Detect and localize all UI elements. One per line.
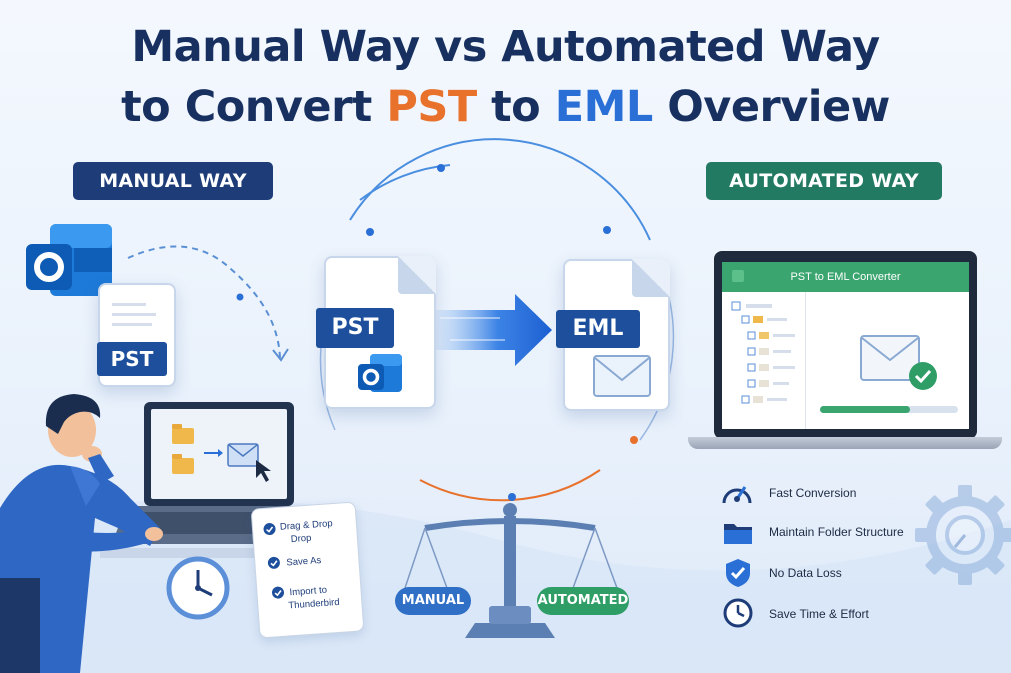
clock-icon bbox=[723, 598, 753, 628]
arc-dot bbox=[437, 164, 445, 172]
scale-manual-badge: MANUAL bbox=[395, 587, 471, 615]
check-icon bbox=[267, 556, 280, 569]
scale-automated-badge: AUTOMATED bbox=[537, 587, 629, 615]
title-pst: PST bbox=[386, 82, 477, 132]
envelope-icon bbox=[593, 355, 651, 397]
balance-scale-icon bbox=[404, 503, 618, 638]
manual-way-badge: MANUAL WAY bbox=[73, 162, 273, 200]
title-suffix: Overview bbox=[652, 82, 890, 132]
app-logo-icon bbox=[732, 270, 744, 282]
manual-steps-card: Drag & Drop Drop Save As Import to Thund… bbox=[250, 501, 365, 639]
title-eml: EML bbox=[554, 82, 654, 132]
step-import-line2: Thunderbird bbox=[288, 596, 340, 612]
person-at-laptop-illustration bbox=[0, 394, 310, 673]
converter-app-window: PST to EML Converter bbox=[722, 262, 969, 429]
folder-icon bbox=[172, 458, 194, 474]
dashed-flow bbox=[127, 245, 281, 359]
feature-no-data-loss: No Data Loss bbox=[769, 566, 842, 580]
title-line-2: to Convert PST to EML Overview bbox=[0, 82, 1011, 132]
pst-label-center: PST bbox=[316, 308, 394, 348]
gear-decor bbox=[915, 485, 1011, 585]
folder-icon bbox=[172, 428, 194, 444]
converter-title: PST to EML Converter bbox=[790, 271, 901, 283]
convert-arrow bbox=[430, 294, 552, 366]
step-import: Import to bbox=[289, 584, 328, 599]
arc-dot bbox=[508, 493, 516, 501]
feature-fast-conversion: Fast Conversion bbox=[769, 486, 857, 500]
converter-titlebar bbox=[722, 262, 969, 292]
folder-tree-pane bbox=[722, 292, 806, 429]
progress-bar-fill bbox=[820, 406, 910, 413]
arc-dot bbox=[366, 228, 374, 236]
doc-fold bbox=[398, 256, 436, 294]
envelope-success-icon bbox=[860, 335, 937, 390]
eml-label-center: EML bbox=[556, 310, 640, 348]
feature-save-time: Save Time & Effort bbox=[769, 607, 869, 621]
arc-top bbox=[349, 138, 651, 241]
cursor-icon bbox=[256, 460, 271, 482]
outlook-icon bbox=[26, 224, 112, 296]
step-drag-drop-line2: Drop bbox=[290, 532, 312, 546]
speedometer-icon bbox=[722, 486, 752, 504]
check-icon bbox=[263, 523, 276, 536]
progress-bar-track bbox=[820, 406, 958, 413]
outlook-small-icon bbox=[358, 354, 402, 392]
step-save-as: Save As bbox=[286, 555, 322, 569]
step-drag-drop: Drag & Drop bbox=[279, 518, 334, 533]
shield-check-icon bbox=[726, 559, 750, 587]
title-mid: to bbox=[476, 82, 555, 132]
feature-maintain-folder: Maintain Folder Structure bbox=[769, 525, 904, 539]
doc-fold bbox=[632, 259, 670, 297]
automated-way-badge: AUTOMATED WAY bbox=[706, 162, 942, 200]
folder-icon bbox=[724, 524, 752, 544]
arc-dot bbox=[603, 226, 611, 234]
title-prefix: to Convert bbox=[121, 82, 387, 132]
arc-dot bbox=[630, 436, 638, 444]
laptop-base bbox=[688, 437, 1002, 449]
check-icon bbox=[272, 586, 285, 599]
folder-tree bbox=[731, 301, 795, 404]
title-line-1: Manual Way vs Automated Way bbox=[131, 22, 880, 72]
pst-label-left: PST bbox=[97, 342, 167, 376]
